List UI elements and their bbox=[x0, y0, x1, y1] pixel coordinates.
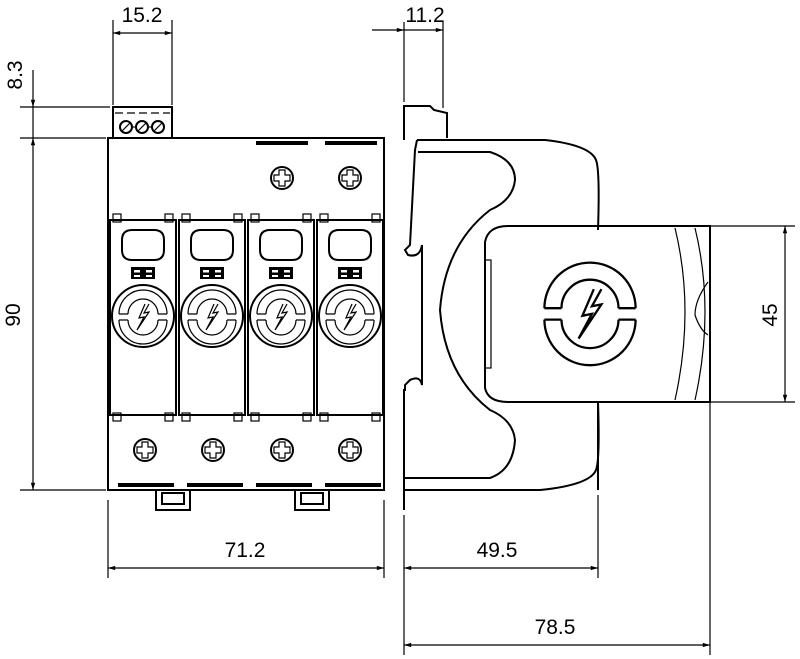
screw-icon bbox=[270, 438, 294, 462]
dim-module-height: 45 bbox=[759, 303, 782, 326]
surge-emblem-icon bbox=[543, 261, 637, 367]
module-side bbox=[484, 225, 711, 403]
screw-icon bbox=[338, 166, 362, 190]
housing bbox=[107, 137, 385, 491]
protection-module bbox=[317, 214, 383, 421]
dim-housing-depth: 49.5 bbox=[477, 539, 518, 562]
side-view bbox=[403, 105, 711, 510]
protection-module bbox=[179, 214, 245, 421]
dim-rail-offset: 11.2 bbox=[405, 4, 444, 27]
screw-icon bbox=[270, 166, 294, 190]
dim-body-height: 90 bbox=[2, 303, 25, 326]
front-view bbox=[107, 106, 385, 511]
din-clip bbox=[155, 490, 191, 511]
screw-icon bbox=[201, 438, 225, 462]
screw-icon bbox=[338, 438, 362, 462]
terminal-screws bbox=[119, 120, 165, 134]
dim-terminal-height: 8.3 bbox=[4, 60, 27, 89]
dim-total-depth: 78.5 bbox=[535, 616, 576, 639]
dim-terminal-width: 15.2 bbox=[122, 4, 163, 27]
protection-module bbox=[248, 214, 314, 421]
dimension-labels: 15.2 11.2 8.3 90 71.2 49.5 78.5 45 bbox=[2, 4, 782, 639]
screw-icon bbox=[133, 438, 157, 462]
protection-module bbox=[110, 214, 176, 421]
dimension-lines bbox=[20, 20, 795, 655]
din-clip bbox=[294, 490, 330, 511]
dim-body-width: 71.2 bbox=[225, 539, 266, 562]
